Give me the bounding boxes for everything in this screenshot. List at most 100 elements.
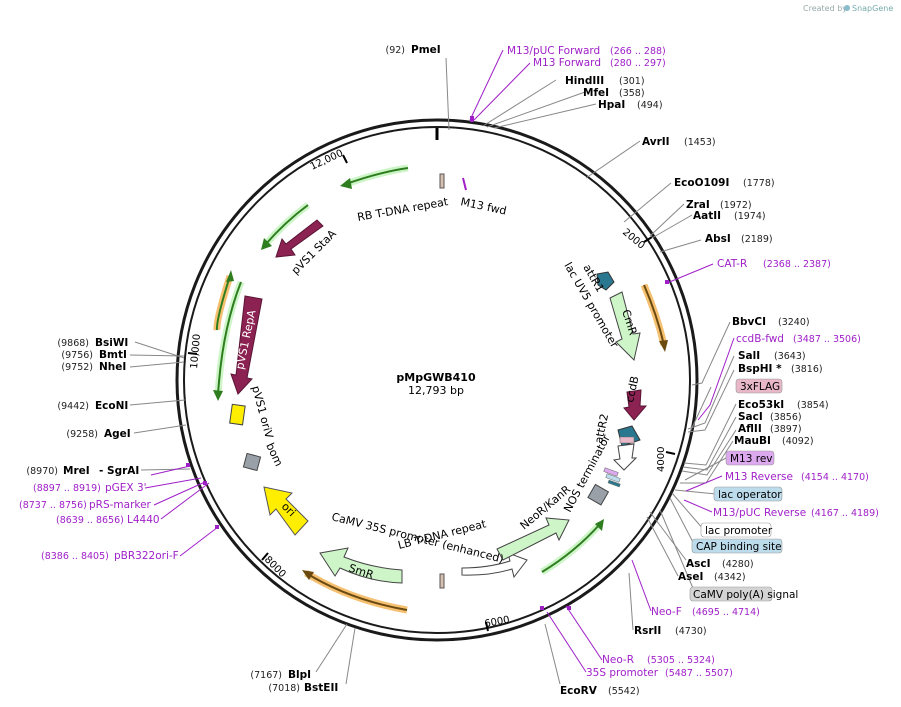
svg-text:(9442): (9442) (57, 401, 89, 412)
enzyme-pmei: PmeI (411, 44, 441, 56)
primer-m13-forward: M13 Forward (533, 57, 601, 69)
enzyme-maubi: MauBI (734, 435, 771, 447)
enzyme-bsiwi: BsiWI (95, 337, 128, 349)
svg-text:(9868): (9868) (57, 338, 89, 349)
primer-pbr322ori-f: pBR322ori-F (114, 550, 179, 562)
primer-labels: M13/pUC Forward (266 .. 288) M13 Forward… (19, 45, 879, 679)
enzyme-mrei: MreI (63, 465, 90, 477)
snapgene-brand: SnapGene (852, 4, 893, 13)
svg-text:(1778): (1778) (743, 178, 775, 189)
svg-text:(2189): (2189) (741, 234, 773, 245)
svg-text:(9756): (9756) (61, 350, 93, 361)
tick-2000: 2000 (620, 227, 647, 252)
enzyme-sgrai: - SgrAI (99, 465, 139, 477)
lb-tdna-repeat-box (439, 573, 445, 589)
plasmid-name: pMpGWB410 (396, 371, 476, 384)
ccdb-label: ccdB (623, 375, 641, 404)
nos-terminator-label: NOS terminator (561, 432, 613, 514)
primer-m13-puc-reverse: M13/pUC Reverse (713, 507, 806, 519)
svg-text:(4342): (4342) (714, 572, 746, 583)
pvs1-staa-feature (275, 219, 324, 258)
svg-text:(1974): (1974) (734, 211, 766, 222)
svg-text:(1453): (1453) (684, 137, 716, 148)
svg-text:(9752): (9752) (61, 362, 93, 373)
enzyme-rsrii: RsrII (634, 625, 661, 637)
enzyme-labels: (92) PmeI HindIII (301) MfeI (358) HpaI … (26, 44, 828, 697)
primer-pgex-3: pGEX 3' (105, 482, 147, 494)
enzyme-ecorv: EcoRV (560, 685, 598, 697)
boxed-feature-labels: 3xFLAG M13 rev lac operator lac promoter… (689, 378, 798, 602)
created-by-text: Created by (803, 4, 847, 13)
rb-tdna-repeat-label: RB T-DNA repeat (356, 195, 449, 224)
enzyme-eco53ki: Eco53kI (738, 399, 784, 411)
tick-4000: 4000 (656, 447, 667, 472)
attr2-label: attR2 (592, 413, 611, 445)
plasmid-length: 12,793 bp (408, 384, 464, 397)
box-cap-binding-site (691, 538, 783, 554)
svg-text:(2368 .. 2387): (2368 .. 2387) (763, 259, 831, 270)
svg-text:(7018): (7018) (268, 683, 300, 694)
box-3xflag (735, 378, 783, 394)
primer-site-marks (186, 116, 669, 610)
primer-leader-lines (144, 49, 735, 673)
svg-text:(494): (494) (637, 100, 663, 111)
primer-ccdb-fwd: ccdB-fwd (736, 333, 784, 345)
enzyme-absi: AbsI (705, 233, 731, 245)
svg-text:(280 .. 297): (280 .. 297) (610, 58, 666, 69)
m13-fwd-mark (462, 177, 467, 191)
feature-arrow-top-green (340, 164, 409, 189)
cmr-feature: CmR (609, 291, 641, 361)
box-lac-promoter (700, 522, 772, 538)
svg-text:(4695 .. 4714): (4695 .. 4714) (692, 607, 760, 618)
ccdb-feature (623, 389, 648, 421)
svg-text:(301): (301) (619, 76, 645, 87)
pvs1-oriv-label: pVS1 oriV (249, 384, 276, 440)
enzyme-bmti: BmtI (99, 349, 127, 361)
enzyme-zrai: ZraI (686, 199, 710, 211)
primer-35s-promoter: 35S promoter (586, 667, 659, 679)
enzyme-bsteii: BstEII (304, 682, 338, 694)
enzyme-blpi: BlpI (288, 669, 311, 681)
primer-cat-r: CAT-R (717, 258, 747, 270)
plasmid-backbone (175, 118, 699, 642)
bom-box (242, 452, 262, 472)
svg-text:(92): (92) (385, 45, 405, 56)
tick-6000: 6000 (484, 615, 511, 630)
svg-text:(9258): (9258) (66, 429, 98, 440)
pvs1-repa-feature: pVS1 RepA (230, 295, 263, 395)
svg-text:CAP binding site: CAP binding site (696, 541, 782, 553)
primer-m13-puc-forward: M13/pUC Forward (507, 45, 600, 57)
svg-text:lac promoter: lac promoter (705, 525, 773, 537)
svg-text:M13 rev: M13 rev (730, 453, 773, 465)
svg-text:(5542): (5542) (608, 686, 640, 697)
feature-arrow-right-green (540, 519, 604, 575)
svg-text:(3643): (3643) (774, 351, 806, 362)
enzyme-hindiii: HindIII (565, 75, 604, 87)
box-camv-polya-signal (689, 586, 773, 602)
svg-text:(8897 .. 8919): (8897 .. 8919) (33, 483, 101, 494)
attr2-feature (612, 425, 641, 471)
enzyme-avrii: AvrII (642, 136, 670, 148)
svg-text:(3856): (3856) (770, 412, 802, 423)
enzyme-asci: AscI (686, 558, 711, 570)
feature-arrow-left-green-2 (213, 280, 245, 401)
svg-text:(8970): (8970) (26, 466, 58, 477)
svg-text:(8639 .. 8656): (8639 .. 8656) (56, 515, 124, 526)
cap-polya-box (587, 483, 610, 506)
primer-neo-f: Neo-F (651, 606, 682, 618)
enzyme-bsphi: BspHI * (738, 363, 782, 375)
tick-10000: 10,000 (189, 333, 203, 369)
enzyme-bbvci: BbvCI (732, 316, 766, 328)
attr1-feature (596, 271, 615, 291)
svg-text:(4092): (4092) (782, 436, 814, 447)
feature-arrow-left-green (261, 202, 311, 250)
svg-text:(7167): (7167) (250, 670, 282, 681)
enzyme-aatii: AatII (693, 210, 721, 222)
feature-arrow-right-orange (640, 283, 668, 352)
rb-tdna-repeat-box (439, 173, 445, 189)
svg-text:(3816): (3816) (791, 364, 823, 375)
feature-arrow-left-orange (213, 270, 234, 331)
primer-prs-marker: pRS-marker (89, 499, 152, 511)
svg-text:lac operator: lac operator (718, 489, 782, 501)
